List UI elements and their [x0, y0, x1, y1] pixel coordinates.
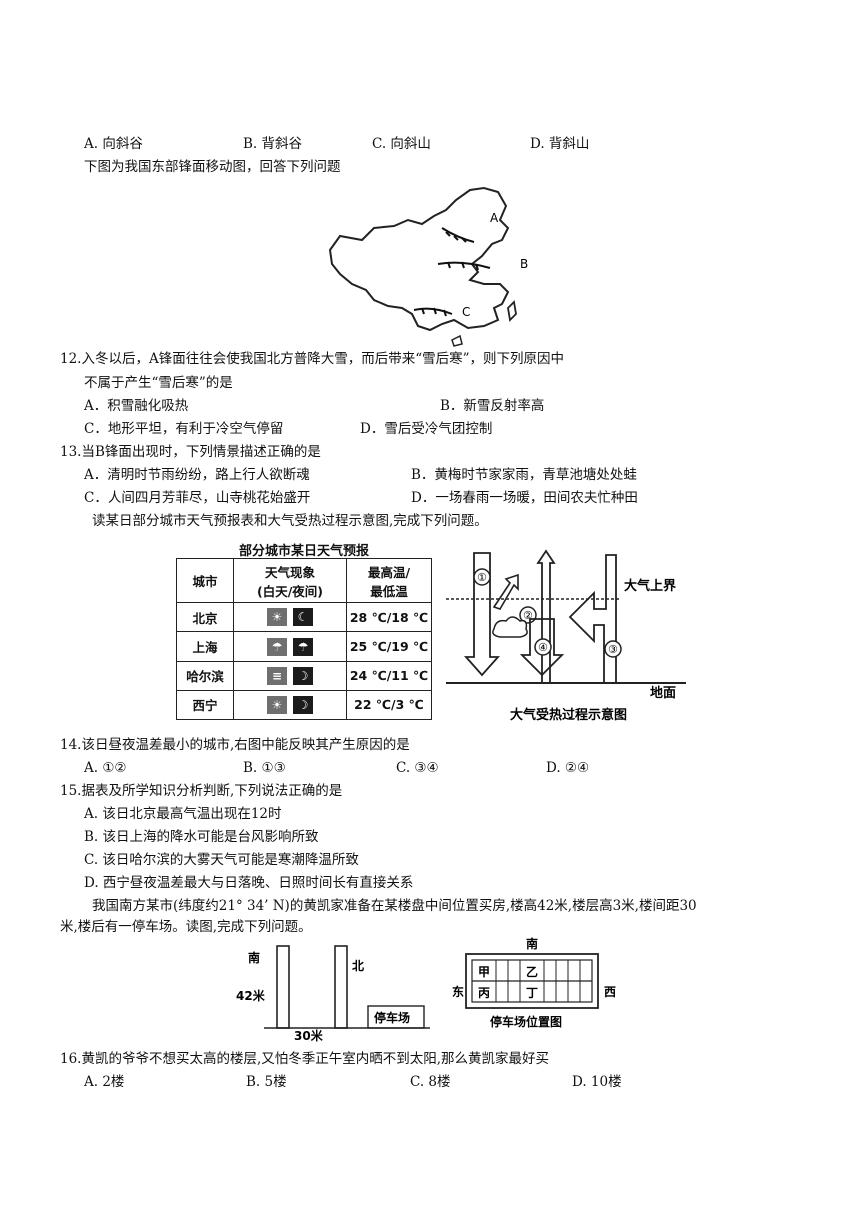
header-weather-line1: 天气现象 — [264, 564, 315, 580]
q12-stem-2: 不属于产生“雪后寒”的是 — [84, 375, 233, 391]
rain-icon: ☂ — [293, 637, 313, 656]
weather-cell: ≡☽ — [233, 660, 347, 691]
marker-1: ① — [477, 571, 487, 584]
weather-table-title: 部分城市某日天气预报 — [238, 544, 369, 559]
building-distance-label: 30米 — [294, 1028, 324, 1043]
temp-cell: 22 ℃/3 ℃ — [346, 689, 432, 721]
marker-3: ③ — [608, 643, 618, 656]
city-cell: 上海 — [176, 631, 234, 662]
q13-option-a: A．清明时节雨纷纷，路上行人欲断魂 — [84, 467, 310, 483]
atmosphere-heating-diagram: ① ② ④ ③ 大气上界 地面 大气受热过程示意图 — [446, 549, 686, 723]
q16-option-c: C. 8楼 — [410, 1074, 451, 1090]
china-front-map: A B C — [328, 186, 528, 347]
q16-option-b: B. 5楼 — [246, 1074, 287, 1090]
table-row: 西宁 ☀☽ 22 ℃/3 ℃ — [176, 689, 432, 721]
weather-cell: ☀☽ — [233, 689, 347, 721]
q16-option-d: D. 10楼 — [572, 1074, 622, 1090]
parking-caption: 停车场位置图 — [490, 1014, 562, 1029]
q15-option-d: D. 西宁昼夜温差最大与日落晚、日照时间长有直接关系 — [84, 875, 414, 891]
atmosphere-top-label: 大气上界 — [624, 578, 676, 594]
q12-option-c: C．地形平坦，有利于冷空气停留 — [84, 421, 284, 437]
temp-cell: 24 ℃/11 ℃ — [346, 660, 432, 691]
q11-option-c: C. 向斜山 — [372, 136, 431, 152]
q16-option-a: A. 2楼 — [84, 1074, 125, 1090]
map-label-a: A — [490, 211, 499, 225]
intro-front: 下图为我国东部锋面移动图，回答下列问题 — [84, 159, 341, 175]
q11-option-d: D. 背斜山 — [530, 136, 590, 152]
q13-stem: 13.当B锋面出现时，下列情景描述正确的是 — [60, 444, 321, 460]
q14-option-d: D. ②④ — [546, 760, 590, 776]
temp-cell: 28 ℃/18 ℃ — [346, 602, 432, 633]
header-temp-line1: 最高温/ — [367, 564, 411, 580]
header-city: 城市 — [176, 557, 234, 604]
q14-option-c: C. ③④ — [396, 760, 439, 776]
q12-option-a: A．积雪融化吸热 — [84, 398, 189, 414]
table-row: 上海 ☂☂ 25 ℃/19 ℃ — [176, 631, 432, 662]
building-north-label: 北 — [352, 958, 364, 973]
building-figure: 南 北 42米 30米 停车场 — [236, 945, 430, 1043]
q12-stem-1: 12.入冬以后，A锋面往往会使我国北方普降大雪，而后带来“雪后寒”，则下列原因中 — [60, 351, 565, 367]
header-temp-line2: 最低温 — [370, 583, 408, 599]
moon-icon: ☽ — [293, 695, 313, 714]
rain-icon: ☂ — [267, 637, 287, 656]
q15-option-c: C. 该日哈尔滨的大雾天气可能是寒潮降温所致 — [84, 852, 359, 868]
sun-icon: ☀ — [267, 695, 287, 714]
intro-building-1: 我国南方某市(纬度约21° 34’ N)的黄凯家准备在某楼盘中间位置买房,楼高4… — [92, 898, 697, 914]
building-south-label: 南 — [248, 950, 260, 965]
heating-caption: 大气受热过程示意图 — [510, 707, 627, 723]
q11-option-b: B. 背斜谷 — [243, 136, 303, 152]
parking-bing: 丙 — [478, 986, 490, 1000]
q15-option-b: B. 该日上海的降水可能是台风影响所致 — [84, 829, 319, 845]
table-row: 哈尔滨 ≡☽ 24 ℃/11 ℃ — [176, 660, 432, 691]
map-label-b: B — [520, 257, 528, 271]
city-cell: 西宁 — [176, 689, 234, 721]
moon-icon: ☽ — [293, 666, 313, 685]
city-cell: 哈尔滨 — [176, 660, 234, 691]
q12-option-b: B．新雪反射率高 — [440, 398, 545, 414]
parking-jia: 甲 — [478, 965, 490, 979]
q11-option-a: A. 向斜谷 — [84, 136, 143, 152]
header-weather-line2: (白天/夜间) — [257, 583, 323, 599]
parking-ding: 丁 — [526, 986, 538, 1000]
q14-option-b: B. ①③ — [243, 760, 286, 776]
city-cell: 北京 — [176, 602, 234, 633]
q16-stem: 16.黄凯的爷爷不想买太高的楼层,又怕冬季正午室内晒不到太阳,那么黄凯家最好买 — [60, 1051, 550, 1067]
weather-cell: ☂☂ — [233, 631, 347, 662]
marker-4: ④ — [538, 641, 548, 654]
parking-label: 停车场 — [374, 1010, 410, 1025]
q13-option-d: D．一场春雨一场暖，田间农夫忙种田 — [411, 490, 638, 506]
sun-icon: ☀ — [267, 608, 287, 627]
parking-yi: 乙 — [526, 965, 538, 979]
header-weather: 天气现象 (白天/夜间) — [233, 557, 347, 604]
q14-stem: 14.该日昼夜温差最小的城市,右图中能反映其产生原因的是 — [60, 737, 410, 753]
temp-cell: 25 ℃/19 ℃ — [346, 631, 432, 662]
q15-option-a: A. 该日北京最高气温出现在12时 — [84, 806, 282, 822]
fog-icon: ≡ — [267, 666, 287, 685]
intro-weather: 读某日部分城市天气预报表和大气受热过程示意图,完成下列问题。 — [92, 513, 488, 529]
q15-stem: 15.据表及所学知识分析判断,下列说法正确的是 — [60, 783, 343, 799]
q12-option-d: D．雪后受冷气团控制 — [360, 421, 493, 437]
weather-cell: ☀☾ — [233, 602, 347, 633]
parking-figure: 南 东 西 甲 乙 丙 丁 停车场位置图 — [452, 936, 616, 1029]
parking-west-label: 西 — [604, 985, 616, 999]
q13-option-c: C．人间四月芳菲尽，山寺桃花始盛开 — [84, 490, 311, 506]
header-temp: 最高温/ 最低温 — [346, 557, 432, 604]
parking-east-label: 东 — [452, 984, 464, 999]
table-row: 北京 ☀☾ 28 ℃/18 ℃ — [176, 602, 432, 633]
ground-label: 地面 — [650, 685, 676, 701]
q14-option-a: A. ①② — [84, 760, 127, 776]
weather-table: 城市 天气现象 (白天/夜间) 最高温/ 最低温 北京 ☀☾ 28 ℃/18 ℃… — [176, 557, 432, 721]
q13-option-b: B．黄梅时节家家雨，青草池塘处处蛙 — [411, 467, 637, 483]
map-label-c: C — [462, 305, 470, 319]
marker-2: ② — [523, 609, 533, 622]
building-height-label: 42米 — [236, 988, 266, 1003]
parking-south-label: 南 — [526, 936, 538, 951]
intro-building-2: 米,楼后有一停车场。读图,完成下列问题。 — [60, 919, 312, 935]
moon-cloud-icon: ☾ — [293, 608, 313, 627]
